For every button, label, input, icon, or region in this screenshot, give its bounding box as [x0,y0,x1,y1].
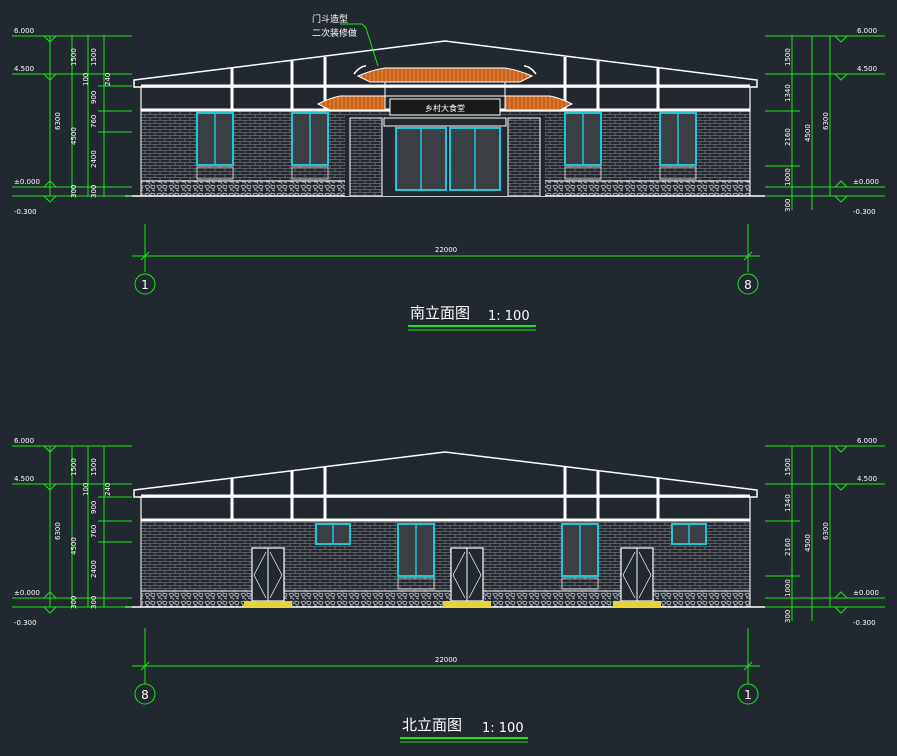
svg-text:2160: 2160 [784,538,792,556]
south-width-text: 22000 [435,246,457,254]
svg-text:1500: 1500 [90,458,98,476]
svg-text:2400: 2400 [90,150,98,168]
svg-text:300: 300 [70,185,78,198]
north-left-dimensions [12,445,132,614]
svg-text:2160: 2160 [784,128,792,146]
note-line-2: 二次装修做 [312,27,357,39]
north-window-2 [561,523,599,590]
north-right-dimensions [765,445,885,621]
svg-text:1500: 1500 [784,458,792,476]
svg-text:4.500: 4.500 [14,475,34,483]
north-title: 北立面图 [402,716,462,734]
svg-text:1000: 1000 [784,579,792,597]
north-door-2 [443,547,491,607]
svg-text:240: 240 [104,73,112,86]
south-roof-gable [133,40,758,88]
north-scale: 1: 100 [482,721,524,736]
north-right-dim-text: 6.000 4.500 ±0.000 -0.300 1500 1340 2160… [784,437,879,627]
svg-text:760: 760 [90,525,98,538]
south-gate-note: 门斗造型 二次装修做 [312,13,379,67]
svg-text:6.000: 6.000 [14,27,34,35]
north-high-window-2 [671,523,707,545]
north-width-dimension [132,628,760,684]
svg-text:100: 100 [82,483,90,496]
svg-text:-0.300: -0.300 [14,619,37,627]
north-left-dim-text: 6.000 4.500 ±0.000 -0.300 6300 4500 1500… [14,437,112,627]
svg-text:4.500: 4.500 [857,65,877,73]
svg-text:1000: 1000 [784,168,792,186]
svg-text:4500: 4500 [70,537,78,555]
svg-text:900: 900 [90,501,98,514]
south-window-4 [659,112,697,180]
north-door-1 [244,547,292,607]
svg-text:-0.300: -0.300 [853,619,876,627]
svg-text:6.000: 6.000 [14,437,34,445]
south-left-dimensions [12,35,132,203]
svg-text:760: 760 [90,115,98,128]
south-scale: 1: 100 [488,309,530,324]
south-window-2 [291,112,329,180]
svg-text:8: 8 [141,688,149,702]
svg-text:±0.000: ±0.000 [853,589,879,597]
north-roof-gable [133,451,758,498]
south-width-dimension [132,224,760,272]
svg-text:1500: 1500 [70,458,78,476]
svg-text:±0.000: ±0.000 [853,178,879,186]
svg-text:6300: 6300 [822,112,830,130]
south-title: 南立面图 [410,304,470,322]
svg-text:6300: 6300 [54,112,62,130]
south-window-3 [564,112,602,180]
svg-text:240: 240 [104,483,112,496]
svg-text:1: 1 [744,688,752,702]
svg-text:±0.000: ±0.000 [14,589,40,597]
north-brick-wall [140,520,751,592]
svg-text:1340: 1340 [784,84,792,102]
south-entrance-gate [316,65,574,197]
svg-text:1500: 1500 [90,48,98,66]
south-axis-left: 1 [134,273,156,295]
south-sign-text: 乡村大食堂 [425,103,465,113]
south-axis-right: 8 [737,273,759,295]
north-high-window-1 [315,523,351,545]
svg-text:4.500: 4.500 [857,475,877,483]
svg-text:300: 300 [90,596,98,609]
svg-text:1500: 1500 [70,48,78,66]
north-axis-right: 1 [737,683,759,705]
svg-text:6300: 6300 [54,522,62,540]
svg-text:-0.300: -0.300 [14,208,37,216]
svg-text:300: 300 [70,596,78,609]
svg-text:±0.000: ±0.000 [14,178,40,186]
svg-text:8: 8 [744,278,752,292]
svg-text:4500: 4500 [804,124,812,142]
svg-text:1340: 1340 [784,494,792,512]
south-right-dim-text: 6.000 4.500 ±0.000 -0.300 1500 1340 2160… [784,27,879,216]
svg-text:2400: 2400 [90,560,98,578]
note-line-1: 门斗造型 [312,13,348,25]
svg-text:900: 900 [90,91,98,104]
svg-text:4500: 4500 [804,534,812,552]
south-right-dimensions [765,35,885,210]
svg-text:300: 300 [784,610,792,623]
svg-text:6.000: 6.000 [857,437,877,445]
svg-text:6300: 6300 [822,522,830,540]
svg-text:1500: 1500 [784,48,792,66]
south-elevation: 乡村大食堂 门斗造型 二次装修做 6.000 4.50 [12,13,885,331]
svg-text:4500: 4500 [70,127,78,145]
south-left-dim-text: 6.000 4.500 ±0.000 -0.300 6300 4500 1500… [14,27,112,216]
svg-text:100: 100 [82,73,90,86]
svg-text:-0.300: -0.300 [853,208,876,216]
svg-text:4.500: 4.500 [14,65,34,73]
svg-text:1: 1 [141,278,149,292]
north-window-1 [397,523,435,590]
north-elevation: 6.000 4.500 ±0.000 -0.300 6300 4500 1500… [12,437,885,743]
north-width-text: 22000 [435,656,457,664]
south-window-1 [196,112,234,180]
svg-text:300: 300 [90,185,98,198]
north-door-3 [613,547,661,607]
north-axis-left: 8 [134,683,156,705]
svg-text:6.000: 6.000 [857,27,877,35]
north-frame-posts [141,467,750,522]
svg-text:300: 300 [784,199,792,212]
